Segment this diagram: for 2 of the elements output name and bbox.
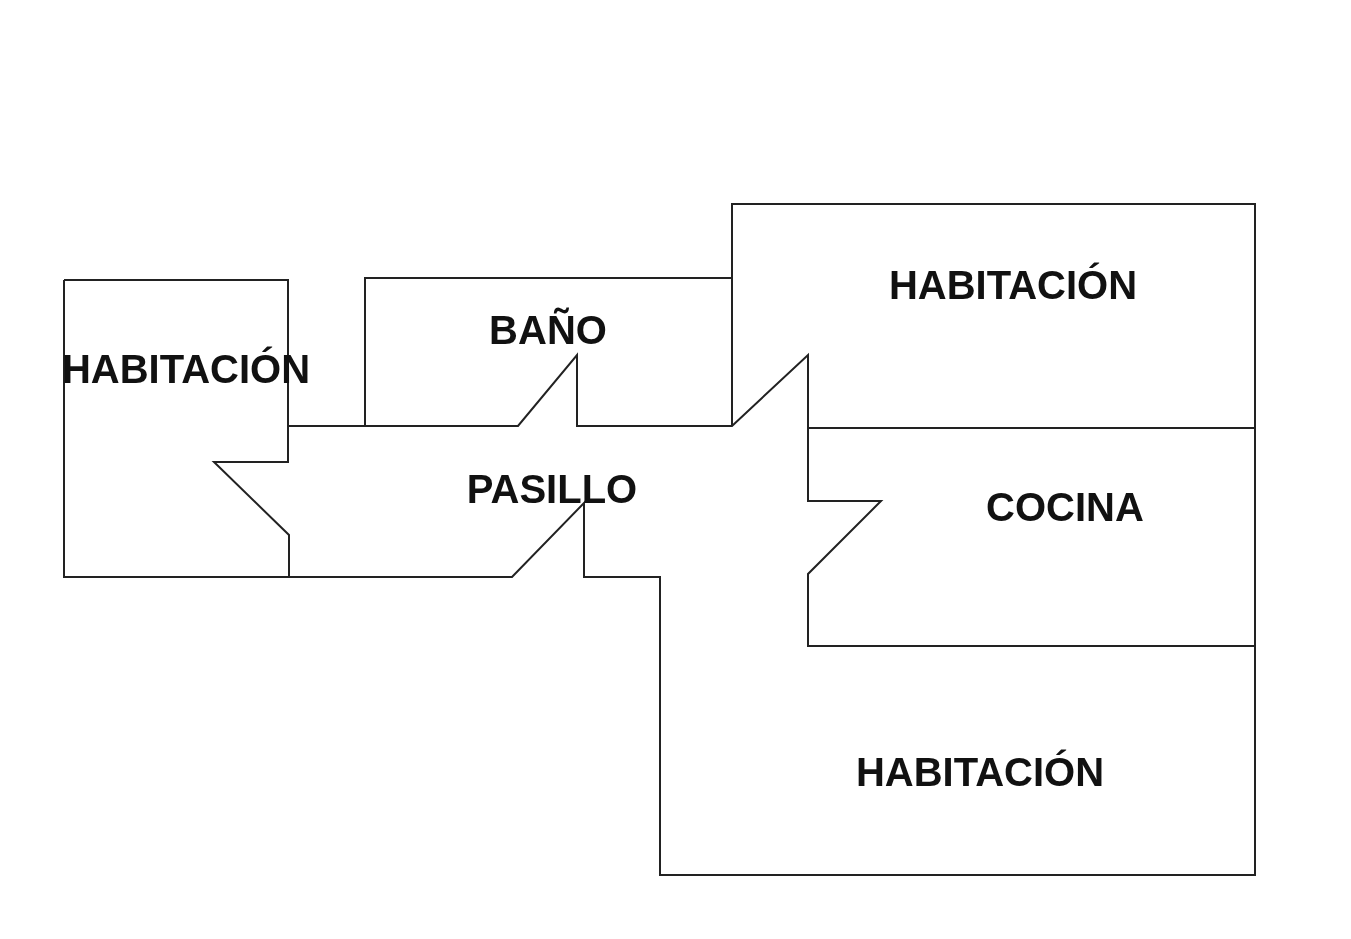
room-label: PASILLO — [466, 469, 638, 509]
room-label: COCINA — [986, 487, 1144, 527]
